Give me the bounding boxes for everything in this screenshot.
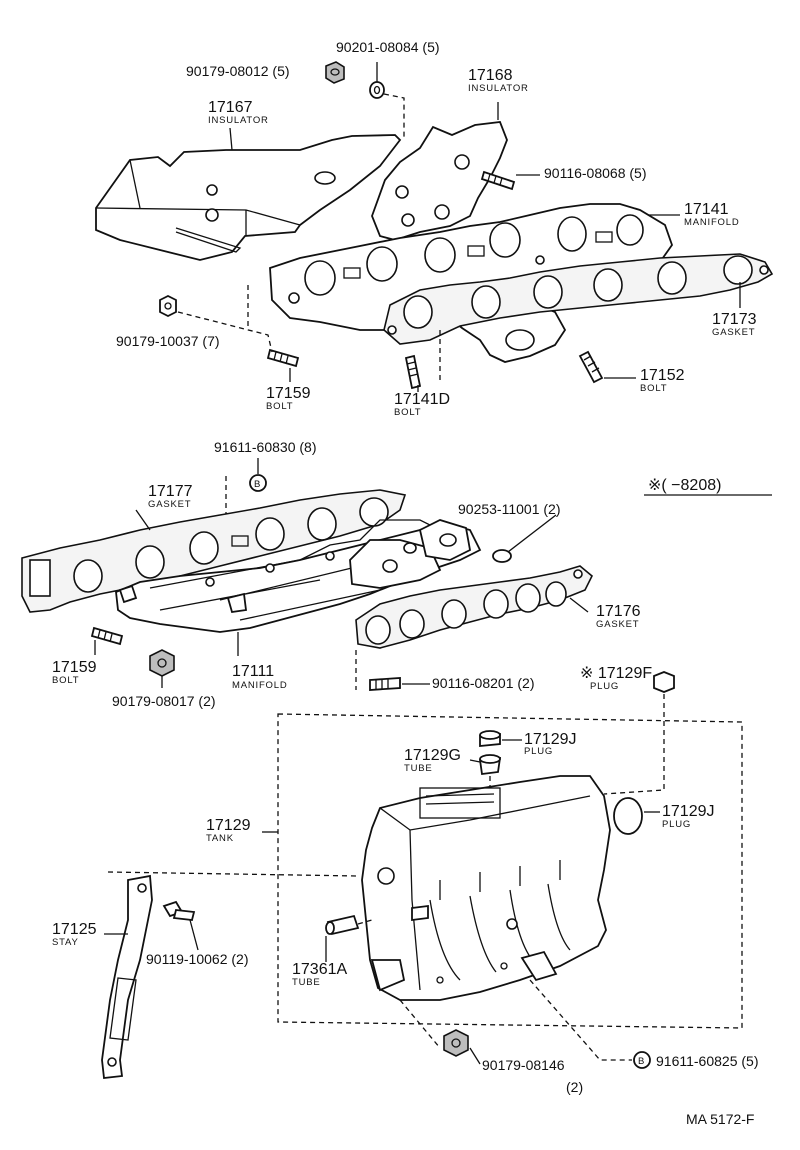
label-17129G: 17129G xyxy=(404,747,461,764)
label-90179-08017: 90179-08017 (2) xyxy=(112,693,216,709)
label-manifold-17141: MANIFOLD xyxy=(684,217,740,228)
bolt-17159-mid[interactable] xyxy=(90,626,124,646)
label-17361A: 17361A xyxy=(292,961,347,978)
intake-gasket-17177[interactable] xyxy=(21,489,407,613)
tube-17129G[interactable] xyxy=(478,754,502,776)
label-91611-60825: 91611-60825 (5) xyxy=(656,1053,758,1069)
label-bolt-17141D: BOLT xyxy=(394,407,421,418)
label-tank-17129: TANK xyxy=(206,833,234,844)
label-90201-08084: 90201-08084 (5) xyxy=(336,39,440,55)
label-17173: 17173 xyxy=(712,311,757,328)
label-plug-17129J-top: PLUG xyxy=(524,746,553,757)
label-stay-17125: STAY xyxy=(52,937,79,948)
bolt-17141D[interactable] xyxy=(404,354,422,390)
insulator-17167[interactable] xyxy=(95,134,402,261)
label-17141D: 17141D xyxy=(394,391,450,408)
bolt-17152[interactable] xyxy=(578,350,604,384)
plug-17129J-top[interactable] xyxy=(479,730,501,747)
label-plug-17129F: PLUG xyxy=(590,681,619,692)
label-90179-08012: 90179-08012 (5) xyxy=(186,63,290,79)
bolt-17159-top[interactable] xyxy=(266,348,300,368)
label-bolt-17159-mid: BOLT xyxy=(52,675,79,686)
label-gasket-17177: GASKET xyxy=(148,499,191,510)
label-91611-60830: 91611-60830 (8) xyxy=(214,439,316,455)
label-90253-11001: 90253-11001 (2) xyxy=(458,501,560,517)
insulator-17168[interactable] xyxy=(371,121,508,241)
marker-b-bottom: B xyxy=(633,1051,651,1069)
label-90179-10037: 90179-10037 (7) xyxy=(116,333,220,349)
label-17125: 17125 xyxy=(52,921,97,938)
label-17159-mid: 17159 xyxy=(52,659,97,676)
marker-b-top: B xyxy=(249,474,267,492)
label-17129: 17129 xyxy=(206,817,251,834)
label-17152: 17152 xyxy=(640,367,685,384)
label-bolt-17152: BOLT xyxy=(640,383,667,394)
label-17176: 17176 xyxy=(596,603,641,620)
label-insulator-17167: INSULATOR xyxy=(208,115,269,126)
label-17111: 17111 xyxy=(232,663,274,680)
exhaust-gasket-17173[interactable] xyxy=(383,253,774,345)
nut-90179-08012[interactable] xyxy=(325,61,345,84)
plug-90253-11001[interactable] xyxy=(492,549,512,563)
svg-text:B: B xyxy=(638,1056,645,1067)
label-17141: 17141 xyxy=(684,201,729,218)
label-17129J-right: 17129J xyxy=(662,803,715,820)
label-date-range: ※( −8208) xyxy=(648,477,721,494)
label-90179-08146: 90179-08146 xyxy=(482,1057,565,1073)
label-insulator-17168: INSULATOR xyxy=(468,83,529,94)
label-17129J-top: 17129J xyxy=(524,731,577,748)
plug-17129J-right[interactable] xyxy=(613,797,643,835)
svg-text:B: B xyxy=(254,479,261,490)
tube-17361A[interactable] xyxy=(325,914,360,936)
stay-17125[interactable] xyxy=(101,874,153,1079)
label-17177: 17177 xyxy=(148,483,193,500)
label-tube-17129G: TUBE xyxy=(404,763,433,774)
label-90119-10062: 90119-10062 (2) xyxy=(146,951,248,967)
intake-manifold-17111[interactable] xyxy=(115,519,482,633)
label-17168: 17168 xyxy=(468,67,513,84)
label-tube-17361A: TUBE xyxy=(292,977,321,988)
label-gasket-17176: GASKET xyxy=(596,619,639,630)
label-17129F: ※ 17129F xyxy=(580,665,652,682)
label-manifold-17111: MANIFOLD xyxy=(232,680,288,691)
plug-17129F[interactable] xyxy=(653,671,675,693)
bolt-90119-10062[interactable] xyxy=(162,900,196,921)
washer-90201-08084[interactable] xyxy=(369,81,385,99)
label-17167: 17167 xyxy=(208,99,253,116)
stud-90116-08201[interactable] xyxy=(369,677,401,691)
figure-code: MA 5172-F xyxy=(686,1111,754,1127)
label-qty-90179-08146: (2) xyxy=(566,1079,583,1095)
nut-90179-08146[interactable] xyxy=(443,1029,469,1057)
label-plug-17129J-right: PLUG xyxy=(662,819,691,830)
intake-gasket-17176[interactable] xyxy=(355,565,593,649)
intake-tank-17129[interactable] xyxy=(361,775,611,1001)
stud-90116-08068[interactable] xyxy=(480,170,516,191)
label-gasket-17173: GASKET xyxy=(712,327,755,338)
label-90116-08201: 90116-08201 (2) xyxy=(432,675,534,691)
label-90116-08068: 90116-08068 (5) xyxy=(544,165,646,181)
label-bolt-17159-top: BOLT xyxy=(266,401,293,412)
label-17159-top: 17159 xyxy=(266,385,311,402)
nut-90179-08017[interactable] xyxy=(149,649,175,677)
nut-90179-10037[interactable] xyxy=(159,294,177,318)
